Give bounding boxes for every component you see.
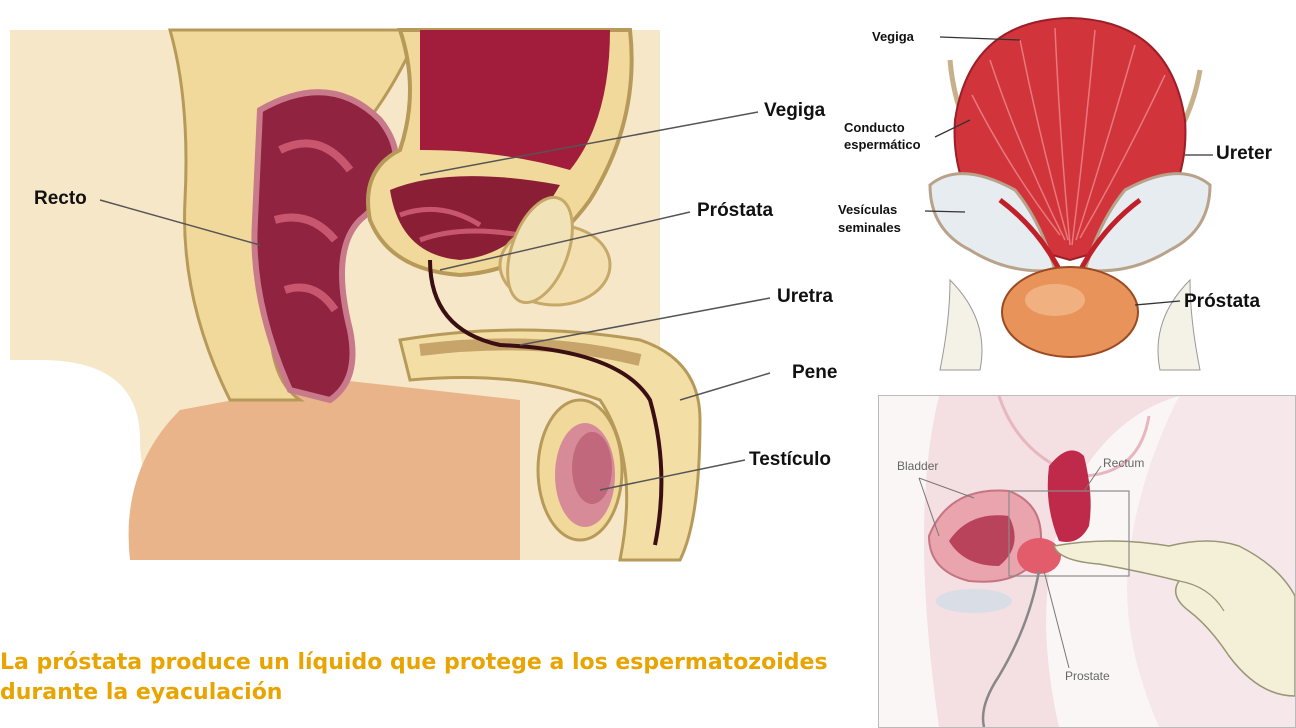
- label-vesiculas-seminales-line1: Vesículas: [838, 202, 897, 218]
- label-vegiga-sagittal: Vegiga: [764, 100, 825, 122]
- label-bladder: Bladder: [897, 459, 938, 473]
- label-uretra: Uretra: [777, 286, 833, 308]
- exam-illustration: Bladder Rectum Prostate: [878, 395, 1296, 728]
- label-prostata-posterior: Próstata: [1184, 291, 1260, 313]
- label-conducto-espermatico-line2: espermático: [844, 137, 921, 153]
- posterior-drawing: [840, 0, 1296, 380]
- label-vegiga-posterior: Vegiga: [872, 29, 914, 45]
- sagittal-illustration: [0, 0, 870, 600]
- label-recto: Recto: [34, 188, 87, 210]
- label-ureter: Ureter: [1216, 143, 1272, 165]
- label-conducto-espermatico-line1: Conducto: [844, 120, 905, 136]
- label-rectum: Rectum: [1103, 456, 1144, 470]
- label-pene: Pene: [792, 362, 837, 384]
- posterior-illustration: [840, 0, 1296, 380]
- label-testiculo: Testículo: [749, 449, 831, 471]
- sagittal-drawing: [0, 0, 870, 600]
- caption-line-1: La próstata produce un líquido que prote…: [0, 648, 860, 678]
- label-prostate: Prostate: [1065, 669, 1110, 683]
- caption-line-2: durante la eyaculación: [0, 678, 860, 708]
- caption: La próstata produce un líquido que prote…: [0, 648, 860, 708]
- label-prostata-sagittal: Próstata: [697, 200, 773, 222]
- label-vesiculas-seminales-line2: seminales: [838, 220, 901, 236]
